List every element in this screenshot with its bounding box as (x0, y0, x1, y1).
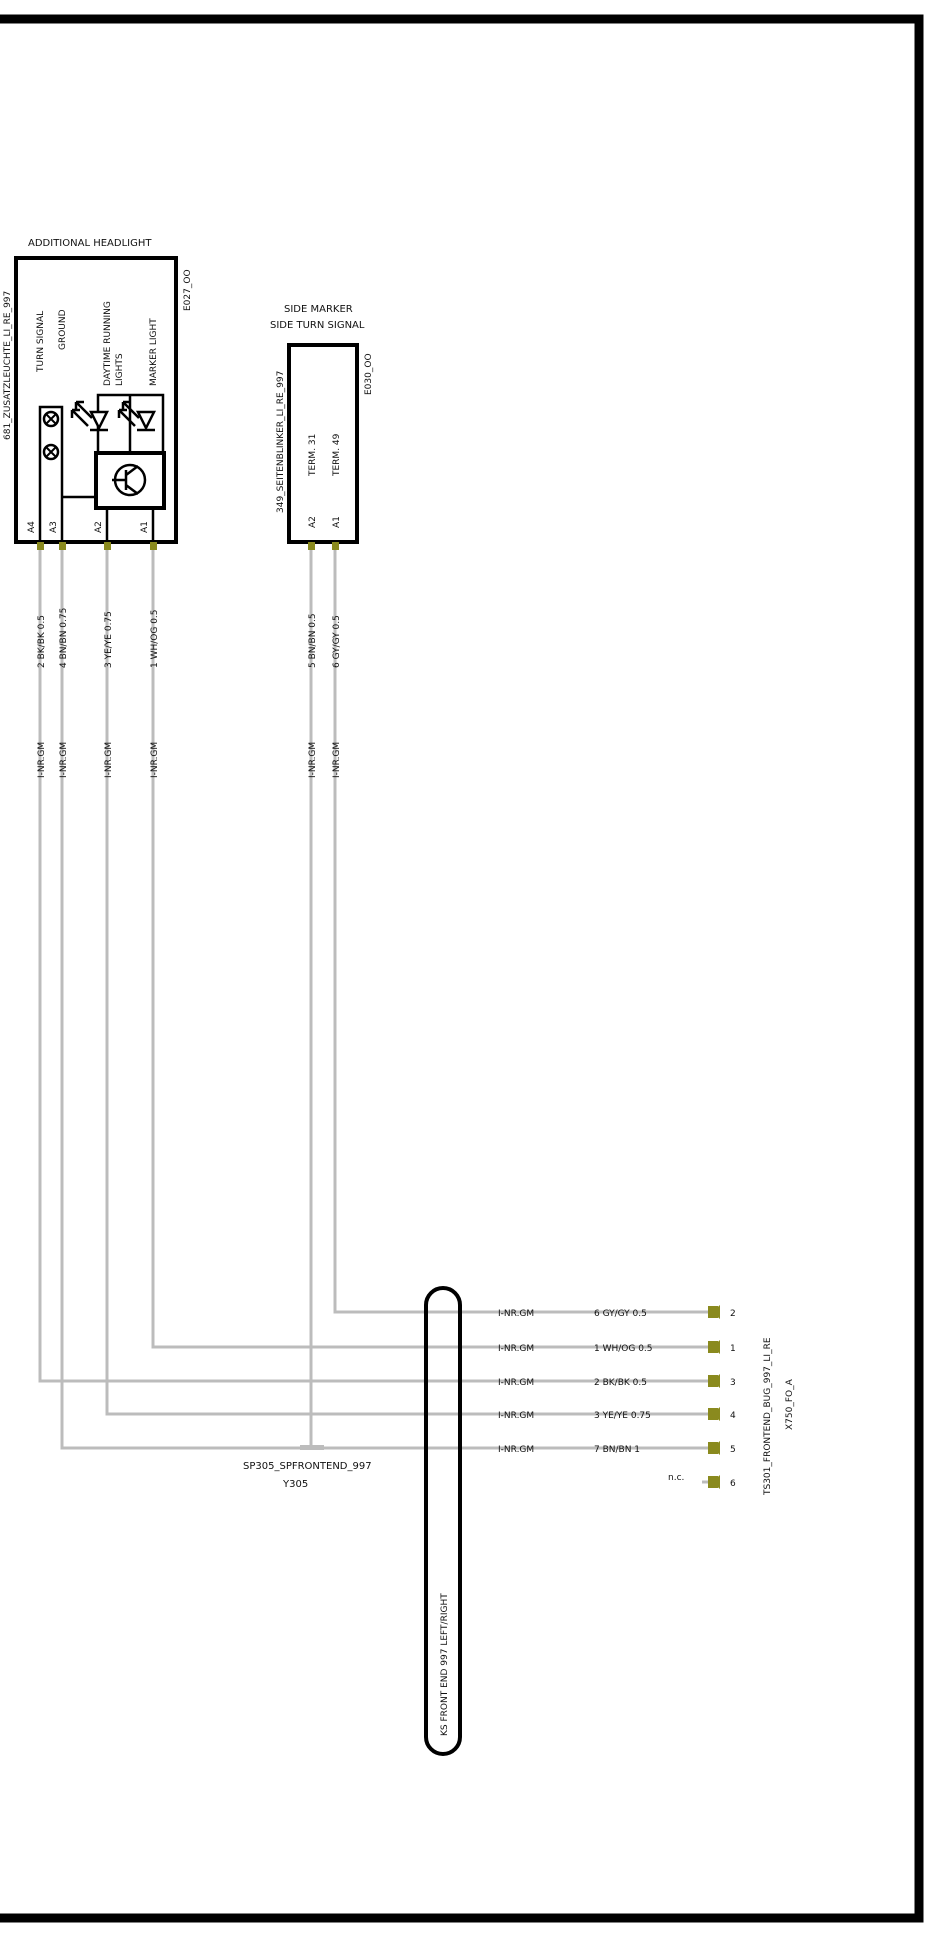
side-marker-part-id: 349_SEITENBLINKER_LI_RE_997 (276, 371, 286, 513)
row-code: I-NR.GM (498, 1309, 534, 1319)
side-marker-box (287, 343, 359, 544)
func-turn-signal: TURN SIGNAL (36, 311, 46, 373)
connector-pin-icon (708, 1441, 720, 1455)
row-wire: 7 BN/BN 1 (594, 1445, 640, 1455)
headlight-part-id: 681_ZUSATZLEUCHTE_LI_RE_997 (3, 291, 13, 440)
side-marker-component: SIDE MARKER SIDE TURN SIGNAL 349_SEITENB… (270, 304, 374, 778)
func-drl-2: LIGHTS (115, 353, 125, 386)
pin-number: 1 (730, 1344, 736, 1354)
pin-terminal (332, 542, 339, 550)
pin-label: A1 (332, 516, 342, 528)
pin-terminal (308, 542, 315, 550)
harness-outline (424, 1286, 462, 1756)
wire-code: I-NR.GM (104, 742, 114, 778)
row-wire: 1 WH/OG 0.5 (594, 1344, 653, 1354)
wire-label: 2 BK/BK 0.5 (37, 615, 47, 668)
wire-a2 (105, 548, 712, 1416)
pin-number: 6 (730, 1479, 736, 1489)
light-arrow-icon (70, 400, 93, 427)
pin-number: 5 (730, 1445, 736, 1455)
row-wire: 3 YE/YE 0.75 (594, 1411, 651, 1421)
connector-pin-icon (708, 1340, 720, 1354)
bulb-loop (38, 405, 64, 544)
nc-label: n.c. (668, 1473, 684, 1483)
wire-a1 (151, 548, 712, 1349)
pin-label: A2 (94, 521, 104, 533)
wire-sm-a1 (333, 548, 712, 1314)
headlight-ref: E027_OO (183, 269, 193, 311)
row-code: I-NR.GM (498, 1378, 534, 1388)
row-code: I-NR.GM (498, 1445, 534, 1455)
pin-label: A4 (27, 521, 37, 533)
wire-code: I-NR.GM (308, 742, 318, 778)
wire-label: 6 GY/GY 0.5 (332, 615, 342, 668)
led-icon (135, 410, 157, 431)
pin-label: A2 (308, 516, 318, 528)
side-marker-title: SIDE MARKER (284, 304, 353, 315)
connector-name: TS301_FRONTEND_BUG_997_LI_RE (763, 1337, 773, 1496)
wire-code: I-NR.GM (150, 742, 160, 778)
wire-label: 3 YE/YE 0.75 (104, 611, 114, 668)
connector-pin-icon (708, 1305, 720, 1319)
func-marker-light: MARKER LIGHT (149, 318, 159, 386)
pin-number: 2 (730, 1309, 736, 1319)
wire-label: 5 BN/BN 0.5 (308, 613, 318, 668)
connector-pin-icon (708, 1475, 720, 1489)
side-marker-subtitle: SIDE TURN SIGNAL (270, 320, 365, 331)
pin-number: 3 (730, 1378, 736, 1388)
wire-label: 1 WH/OG 0.5 (150, 609, 160, 668)
pin-terminal (37, 542, 44, 550)
connector-ref: X750_FO_A (785, 1378, 795, 1430)
wire-code: I-NR.GM (37, 742, 47, 778)
term-label: TERM. 31 (308, 434, 318, 477)
func-drl-1: DAYTIME RUNNING (103, 301, 113, 386)
pin-terminal (59, 542, 66, 550)
headlight-component: ADDITIONAL HEADLIGHT 681_ZUSATZLEUCHTE_L… (3, 238, 193, 778)
pin-label: A1 (140, 521, 150, 533)
wire-label: 4 BN/BN 0.75 (59, 608, 69, 668)
connector-pin-icon (708, 1374, 720, 1388)
wire-a4 (38, 548, 712, 1383)
connector-pin-icon (708, 1407, 720, 1421)
pin-number: 4 (730, 1411, 736, 1421)
splice-mark (300, 1445, 324, 1450)
harness-label: KS FRONT END 997 LEFT/RIGHT (440, 1593, 450, 1736)
splice-name: SP305_SPFRONTEND_997 (243, 1461, 372, 1472)
row-wire: 6 GY/GY 0.5 (594, 1309, 647, 1319)
wires (38, 548, 712, 1484)
headlight-title: ADDITIONAL HEADLIGHT (28, 238, 152, 249)
func-ground: GROUND (58, 309, 68, 350)
splice-ref: Y305 (282, 1479, 308, 1490)
term-label: TERM. 49 (332, 433, 342, 477)
wire-code: I-NR.GM (332, 742, 342, 778)
row-code: I-NR.GM (498, 1344, 534, 1354)
light-arrow-icon (117, 400, 140, 427)
page-frame (0, 14, 924, 1923)
row-wire: 2 BK/BK 0.5 (594, 1378, 647, 1388)
headlight-box (14, 256, 178, 544)
wire-a3 (60, 548, 712, 1450)
pin-terminal (104, 542, 111, 550)
row-code: I-NR.GM (498, 1411, 534, 1421)
connector: TS301_FRONTEND_BUG_997_LI_RE X750_FO_A I… (498, 1305, 795, 1496)
pin-terminal (150, 542, 157, 550)
controller-box (94, 451, 166, 510)
led-icon (88, 410, 110, 431)
wire-code: I-NR.GM (59, 742, 69, 778)
pin-label: A3 (49, 521, 59, 533)
side-marker-ref: E030_OO (364, 353, 374, 395)
